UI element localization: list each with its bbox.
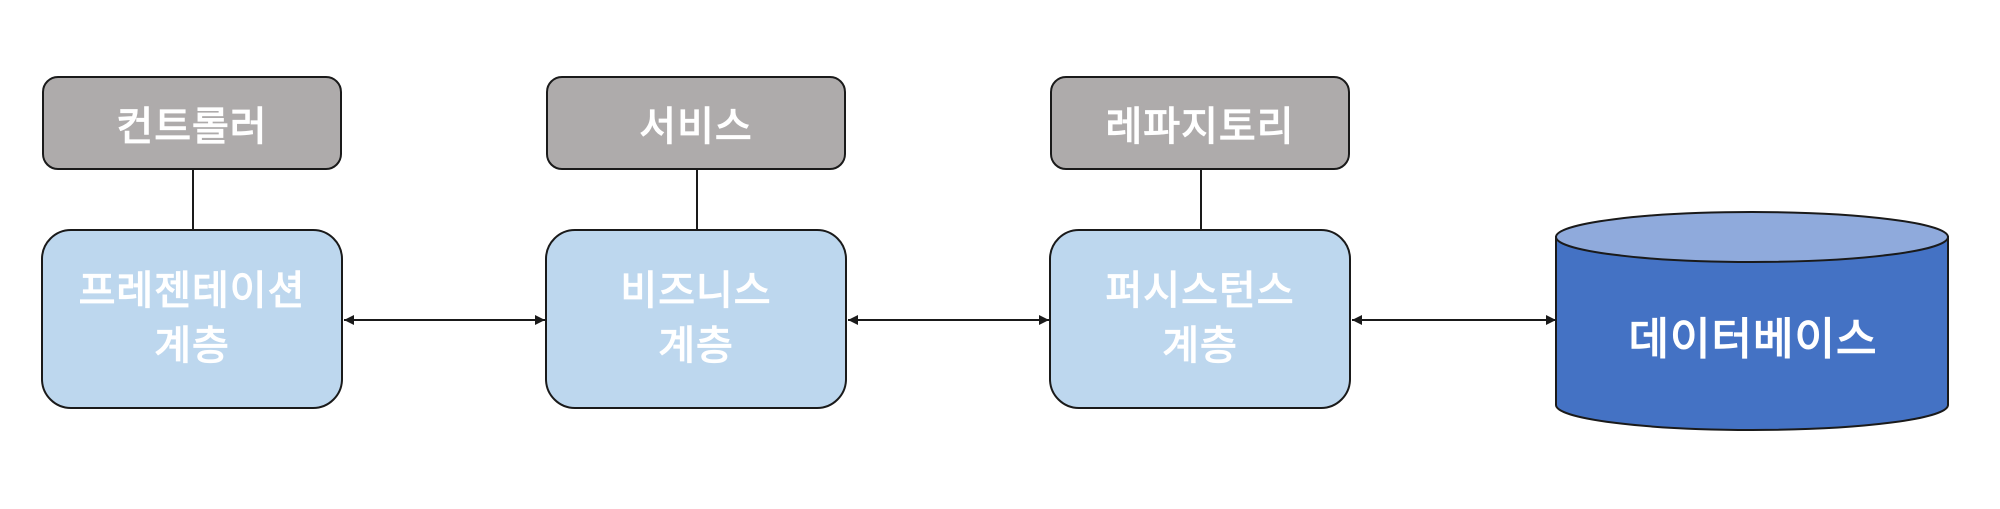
- persistence-layer-title: 퍼시스턴스: [1105, 268, 1295, 314]
- persistence-layer-box: 퍼시스턴스 계층: [1049, 229, 1351, 409]
- service-label: 서비스: [639, 104, 753, 150]
- persistence-layer-subtitle: 계층: [1162, 323, 1238, 369]
- service-connector-line: [696, 170, 698, 229]
- repository-box: 레파지토리: [1050, 76, 1350, 170]
- database-cylinder-body: [1555, 236, 1949, 431]
- business-layer-box: 비즈니스 계층: [545, 229, 847, 409]
- repository-label: 레파지토리: [1105, 104, 1295, 150]
- controller-label: 컨트롤러: [116, 104, 268, 150]
- business-layer-subtitle: 계층: [658, 323, 734, 369]
- database-cylinder-top: [1555, 211, 1949, 263]
- business-layer-title: 비즈니스: [620, 268, 772, 314]
- controller-box: 컨트롤러: [42, 76, 342, 170]
- presentation-layer-box: 프레젠테이션 계층: [41, 229, 343, 409]
- presentation-layer-subtitle: 계층: [154, 323, 230, 369]
- presentation-layer-title: 프레젠테이션: [78, 268, 306, 314]
- database-cylinder: [1555, 211, 1949, 431]
- database-label: 데이터베이스: [1628, 314, 1878, 365]
- repository-connector-line: [1200, 170, 1202, 229]
- service-box: 서비스: [546, 76, 846, 170]
- database-label-container: 데이터베이스: [1556, 290, 1950, 380]
- controller-connector-line: [192, 170, 194, 229]
